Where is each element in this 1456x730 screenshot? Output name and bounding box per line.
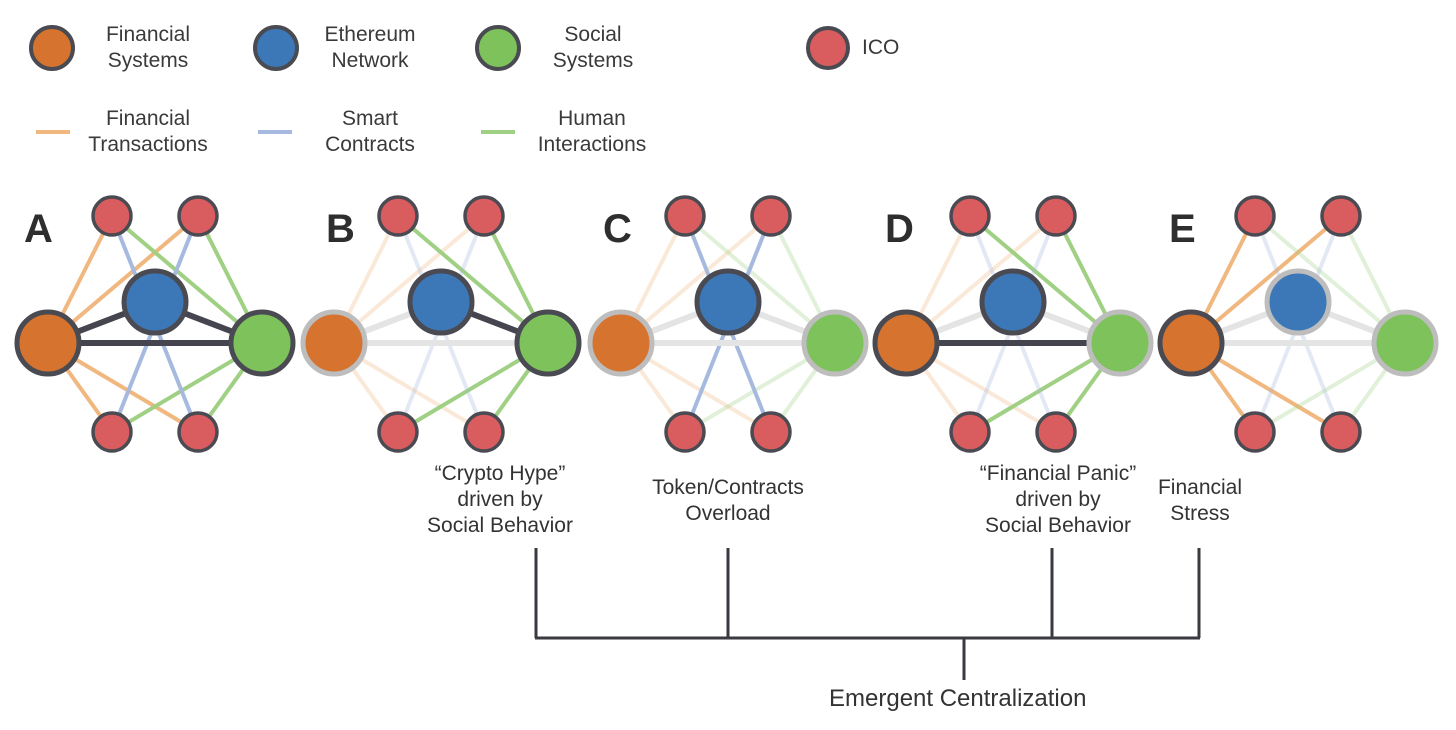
social-systems-node xyxy=(1086,309,1154,377)
orange-circle-icon xyxy=(29,25,75,71)
ico-node xyxy=(377,195,419,237)
panel-letter-a: A xyxy=(24,207,53,251)
ico-node xyxy=(177,411,219,453)
annotation-token-overload: Token/Contracts Overload xyxy=(652,476,804,525)
social-systems-node xyxy=(801,309,869,377)
panel-b xyxy=(300,195,582,453)
ethereum-network-node xyxy=(979,268,1047,336)
ico-node xyxy=(463,411,505,453)
ico-node xyxy=(1035,195,1077,237)
legend xyxy=(29,25,850,134)
legend-label-smart-contracts: Smart Contracts xyxy=(325,107,415,156)
panel-a xyxy=(14,195,296,453)
legend-label-human-interactions: Human Interactions xyxy=(537,107,647,156)
panel-letter-e: E xyxy=(1169,207,1196,251)
panel-d xyxy=(872,195,1154,453)
financial-systems-node xyxy=(14,309,82,377)
legend-label-social-systems: Social Systems xyxy=(552,23,634,72)
ico-node xyxy=(949,195,991,237)
ico-node xyxy=(1320,195,1362,237)
social-systems-node xyxy=(228,309,296,377)
centralization-bracket xyxy=(534,548,1201,680)
legend-label-financial-systems: Financial Systems xyxy=(105,23,191,72)
ico-node xyxy=(750,195,792,237)
panels xyxy=(14,195,1439,453)
ico-node xyxy=(949,411,991,453)
red-circle-icon xyxy=(806,26,850,70)
social-systems-node xyxy=(1371,309,1439,377)
panel-letter-b: B xyxy=(326,207,355,251)
green-circle-icon xyxy=(475,25,521,71)
ico-node xyxy=(1320,411,1362,453)
panel-e xyxy=(1157,195,1439,453)
ico-node xyxy=(377,411,419,453)
ico-node xyxy=(750,411,792,453)
emergent-centralization-label: Emergent Centralization xyxy=(829,685,1087,712)
ico-node xyxy=(1234,411,1276,453)
ethereum-network-node xyxy=(694,268,762,336)
legend-label-ico: ICO xyxy=(862,36,900,59)
blue-circle-icon xyxy=(253,25,299,71)
social-systems-node xyxy=(514,309,582,377)
ico-node xyxy=(463,195,505,237)
ico-node xyxy=(177,195,219,237)
panel-c xyxy=(587,195,869,453)
financial-systems-node xyxy=(872,309,940,377)
financial-systems-node xyxy=(587,309,655,377)
ethereum-network-node xyxy=(1264,268,1332,336)
ico-node xyxy=(91,411,133,453)
legend-label-ethereum-network: Ethereum Network xyxy=(324,23,416,72)
ico-node xyxy=(1234,195,1276,237)
financial-systems-node xyxy=(1157,309,1225,377)
ethereum-network-node xyxy=(121,268,189,336)
annotation-financial-stress: Financial Stress xyxy=(1157,476,1243,525)
ethereum-network-node xyxy=(407,268,475,336)
legend-label-financial-transactions: Financial Transactions xyxy=(88,107,208,156)
panel-letter-c: C xyxy=(603,207,632,251)
financial-systems-node xyxy=(300,309,368,377)
ico-node xyxy=(1035,411,1077,453)
panel-letter-d: D xyxy=(885,207,914,251)
ico-node xyxy=(664,411,706,453)
ico-node xyxy=(91,195,133,237)
annotation-financial-panic: “Financial Panic” driven by Social Behav… xyxy=(979,462,1137,537)
annotation-crypto-hype: “Crypto Hype” driven by Social Behavior xyxy=(427,462,573,537)
ico-node xyxy=(664,195,706,237)
